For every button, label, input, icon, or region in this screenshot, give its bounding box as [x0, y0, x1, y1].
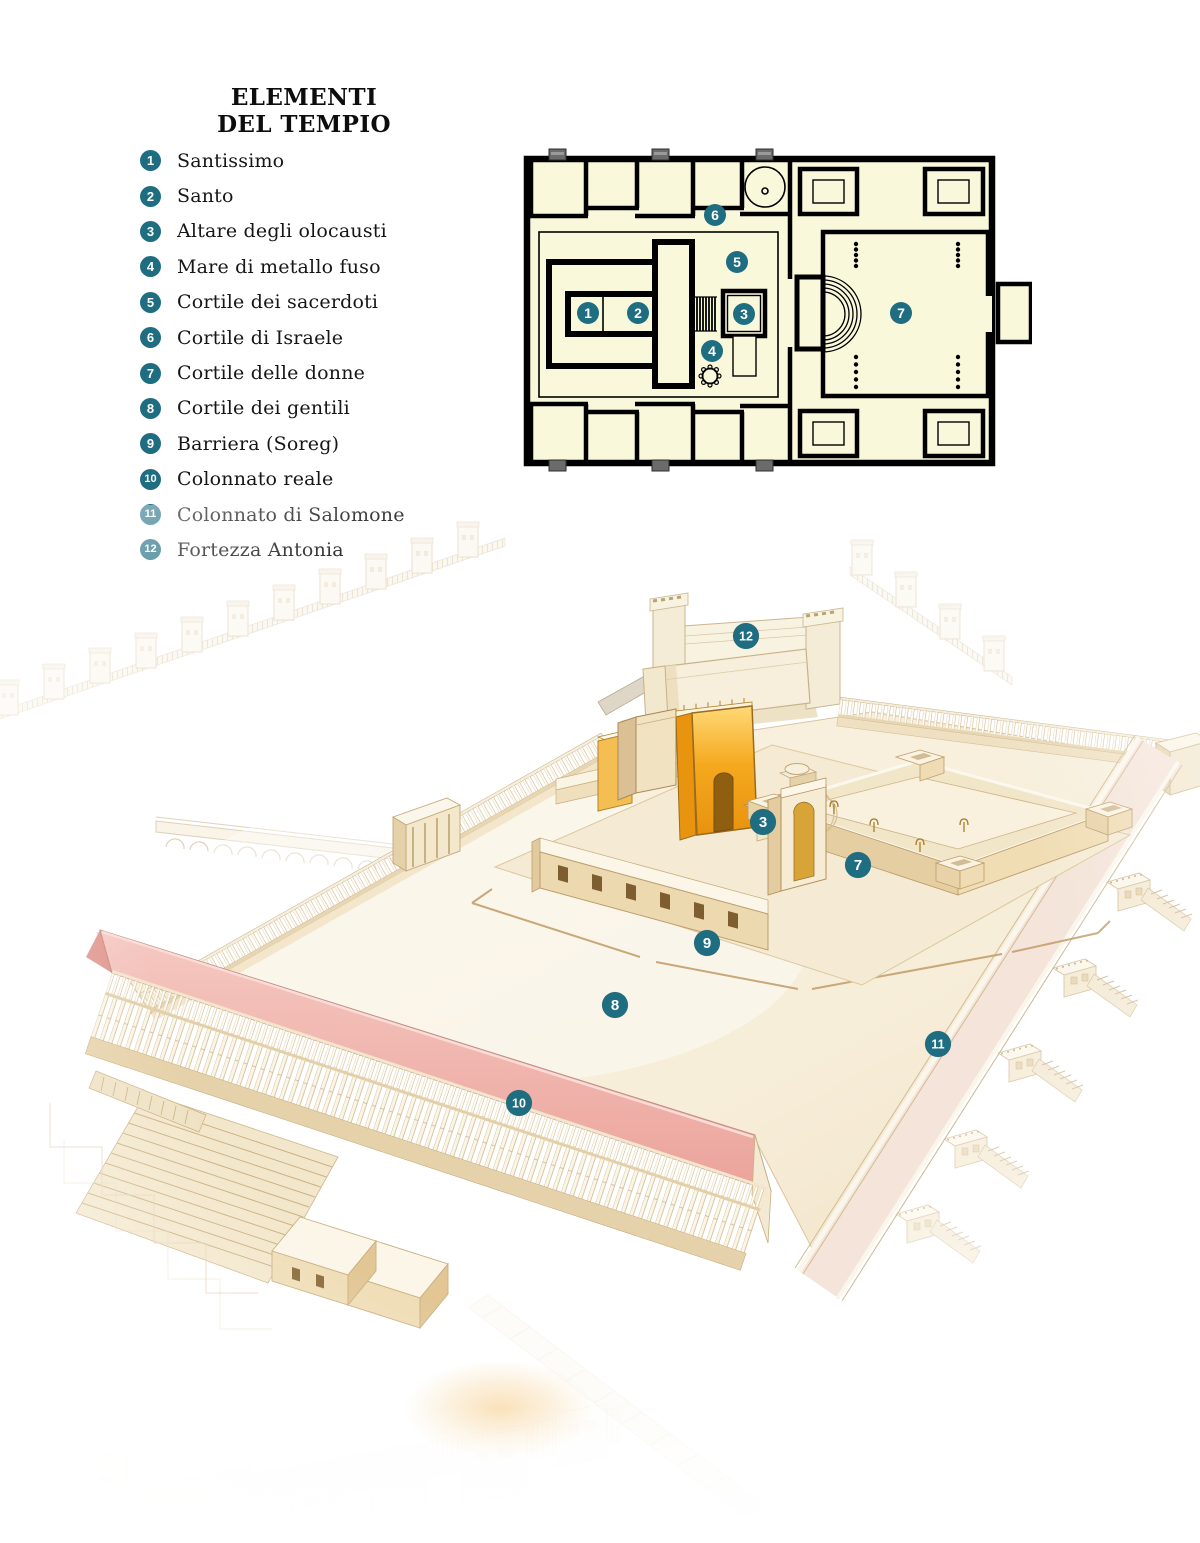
legend-item: 4 Mare di metallo fuso — [130, 249, 478, 284]
plan-semicircular-stairs — [822, 275, 862, 353]
legend-list: 1 Santissimo 2 Santo 3 Altare degli olocaus… — [130, 143, 478, 568]
svg-text:9: 9 — [703, 935, 711, 952]
legend-item: 5 Cortile dei sacerdoti — [130, 285, 478, 320]
svg-text:11: 11 — [931, 1038, 944, 1052]
legend-item-badge: 6 — [140, 327, 161, 349]
plan-column-dots — [853, 241, 961, 390]
plan-gate-tabs — [548, 148, 774, 472]
legend-item: 10 Colonnato reale — [130, 462, 478, 497]
legend-item: 6 Cortile di Israele — [130, 320, 478, 355]
legend-item-label: Santo — [177, 185, 234, 208]
svg-text:6: 6 — [711, 207, 719, 223]
svg-text:8: 8 — [611, 997, 619, 1014]
svg-text:7: 7 — [897, 305, 905, 321]
plan-badges: 1 2 3 4 5 6 7 — [577, 204, 912, 362]
legend: ELEMENTI DEL TEMPIO 1 Santissimo 2 Santo 3… — [130, 84, 478, 568]
scene-badges: 12 3 7 9 8 10 11 — [505, 622, 952, 1117]
svg-text:3: 3 — [740, 306, 748, 322]
legend-item: 2 Santo — [130, 178, 478, 213]
bottom-fade — [0, 1405, 1200, 1543]
legend-title: ELEMENTI DEL TEMPIO — [130, 84, 478, 138]
legend-item: 1 Santissimo — [130, 143, 478, 178]
plan-court-of-priests — [538, 231, 779, 398]
plan-bottom-chambers — [528, 347, 793, 463]
legend-title-line1: ELEMENTI — [230, 84, 378, 111]
plan-molten-sea — [698, 364, 722, 388]
svg-text:5: 5 — [733, 254, 741, 270]
marker-12: 12 — [732, 622, 760, 650]
plan-marker-4: 4 — [701, 340, 723, 362]
plan-marker-7: 7 — [890, 302, 912, 324]
legend-item-badge: 7 — [140, 362, 161, 384]
temple-3d-illustration: 12 3 7 9 8 10 11 — [0, 505, 1200, 1543]
svg-text:3: 3 — [759, 814, 767, 831]
plan-marker-3: 3 — [733, 303, 755, 325]
legend-item-badge: 8 — [140, 397, 161, 419]
plan-marker-2: 2 — [627, 302, 649, 324]
svg-text:10: 10 — [512, 1097, 526, 1111]
marker-10: 10 — [505, 1089, 533, 1117]
legend-item-badge: 3 — [140, 220, 161, 242]
marker-8: 8 — [601, 991, 629, 1019]
marker-3: 3 — [749, 808, 777, 836]
svg-text:1: 1 — [584, 305, 592, 321]
legend-title-line2: DEL TEMPIO — [217, 111, 391, 138]
legend-item-label: Barriera (Soreg) — [177, 432, 340, 455]
plan-laver-room-dot — [761, 187, 769, 195]
plan-porch — [652, 239, 695, 389]
legend-item-label: Cortile delle donne — [177, 362, 366, 385]
vignette — [0, 505, 1200, 1543]
plan-corner-rooms — [797, 166, 986, 459]
legend-item-label: Cortile dei gentili — [177, 397, 350, 420]
legend-item-label: Mare di metallo fuso — [177, 255, 381, 278]
legend-item-label: Cortile di Israele — [177, 326, 344, 349]
plan-laver-room-circle — [744, 166, 786, 208]
plan-stairs — [692, 296, 717, 332]
legend-item: 7 Cortile delle donne — [130, 355, 478, 390]
legend-item: 3 Altare degli olocausti — [130, 214, 478, 249]
legend-item-badge: 2 — [140, 185, 161, 207]
plan-east-gate — [995, 281, 1032, 345]
marker-7: 7 — [844, 851, 872, 879]
plan-east-gap — [984, 296, 992, 332]
legend-item-badge: 5 — [140, 291, 161, 313]
legend-item: 9 Barriera (Soreg) — [130, 426, 478, 461]
plan-marker-5: 5 — [726, 251, 748, 273]
plan-nicanor-gate — [794, 274, 826, 352]
plan-marker-1: 1 — [577, 302, 599, 324]
legend-item-label: Cortile dei sacerdoti — [177, 291, 379, 314]
legend-item-label: Santissimo — [177, 149, 285, 172]
legend-item-label: Altare degli olocausti — [177, 220, 387, 243]
svg-text:4: 4 — [708, 343, 716, 359]
plan-marker-6: 6 — [704, 204, 726, 226]
svg-text:12: 12 — [739, 630, 753, 644]
plan-altar-ramp — [732, 335, 757, 377]
legend-item-badge: 4 — [140, 256, 161, 278]
svg-text:7: 7 — [854, 857, 862, 874]
plan-altar-inner — [726, 294, 762, 333]
svg-text:2: 2 — [634, 305, 642, 321]
marker-9: 9 — [693, 929, 721, 957]
marker-11: 11 — [924, 1030, 952, 1058]
legend-item-badge: 9 — [140, 433, 161, 455]
legend-item-badge: 1 — [140, 150, 161, 172]
legend-item-label: Colonnato reale — [177, 468, 334, 491]
legend-item-badge: 10 — [140, 468, 161, 490]
legend-item: 8 Cortile dei gentili — [130, 391, 478, 426]
temple-floor-plan: 1 2 3 4 5 6 7 — [523, 148, 1032, 472]
